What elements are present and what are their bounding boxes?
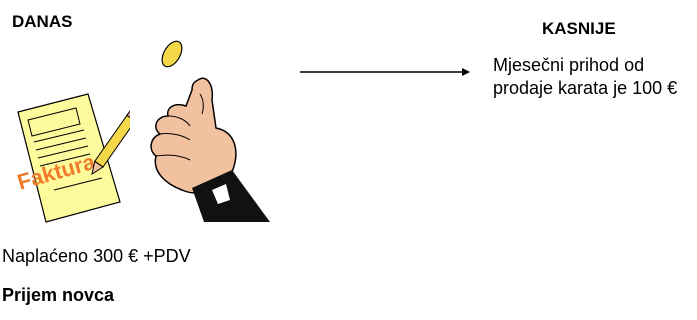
today-heading: DANAS xyxy=(12,12,73,31)
later-heading: KASNIJE xyxy=(542,19,616,38)
charged-amount-text: Naplaćeno 300 € +PDV xyxy=(2,246,191,266)
coin-icon xyxy=(161,40,183,68)
arrow-right-icon xyxy=(300,68,470,76)
monthly-income-text: Mjesečni prihod od prodaje karata je 100… xyxy=(493,55,678,99)
coin-flip-thumb-clipart xyxy=(150,40,270,222)
money-received-label: Prijem novca xyxy=(2,285,115,305)
invoice-clipart: Faktura xyxy=(14,93,130,223)
